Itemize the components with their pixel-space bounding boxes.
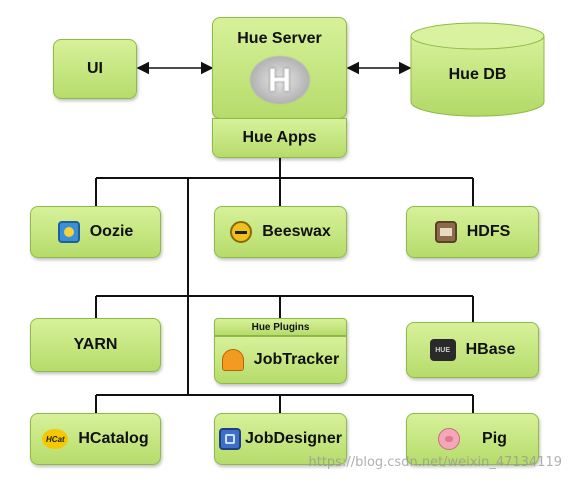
hue-server-node[interactable]: Hue Server H: [212, 17, 347, 119]
ui-label: UI: [87, 60, 103, 77]
pig-label: Pig: [482, 430, 507, 447]
hue-plugins-label: Hue Plugins: [251, 321, 310, 333]
hcatalog-label: HCatalog: [78, 430, 149, 447]
yarn-node[interactable]: YARN: [30, 318, 161, 372]
hbase-icon: HUE: [429, 339, 456, 361]
oozie-icon: [57, 221, 80, 243]
oozie-node[interactable]: Oozie: [30, 206, 161, 258]
hard-hat-icon: [221, 349, 244, 371]
hcat-icon: HCat: [42, 429, 69, 449]
hbase-node[interactable]: HUE HBase: [406, 322, 539, 378]
pig-icon: [438, 428, 461, 450]
hue-server-label: Hue Server: [237, 30, 322, 47]
hdfs-icon: [434, 221, 457, 243]
hdfs-node[interactable]: HDFS: [406, 206, 539, 258]
oozie-label: Oozie: [89, 223, 134, 240]
jobdesigner-icon: [219, 428, 242, 450]
beeswax-node[interactable]: Beeswax: [214, 206, 347, 258]
watermark-text: https://blog.csdn.net/weixin_47134119: [308, 455, 562, 470]
pig-node[interactable]: Pig: [406, 413, 539, 465]
hue-db-node[interactable]: Hue DB: [410, 22, 545, 118]
jobtracker-node[interactable]: JobTracker: [214, 336, 347, 384]
hcatalog-node[interactable]: HCat HCatalog: [30, 413, 161, 465]
jobdesigner-node[interactable]: JobDesigner: [214, 413, 347, 465]
hbase-label: HBase: [465, 341, 516, 358]
hue-plugins-node[interactable]: Hue Plugins: [214, 318, 347, 336]
hue-apps-node[interactable]: Hue Apps: [212, 118, 347, 158]
jobdesigner-label: JobDesigner: [245, 430, 342, 447]
beeswax-label: Beeswax: [262, 223, 331, 240]
ui-node[interactable]: UI: [53, 39, 137, 99]
hdfs-label: HDFS: [466, 223, 511, 240]
yarn-label: YARN: [73, 336, 118, 353]
hue-logo-icon: H: [249, 56, 310, 104]
jobtracker-label: JobTracker: [253, 351, 340, 368]
hue-db-label: Hue DB: [448, 66, 507, 83]
bee-icon: [230, 221, 253, 243]
hue-apps-label: Hue Apps: [242, 129, 317, 146]
database-icon: [410, 22, 545, 117]
